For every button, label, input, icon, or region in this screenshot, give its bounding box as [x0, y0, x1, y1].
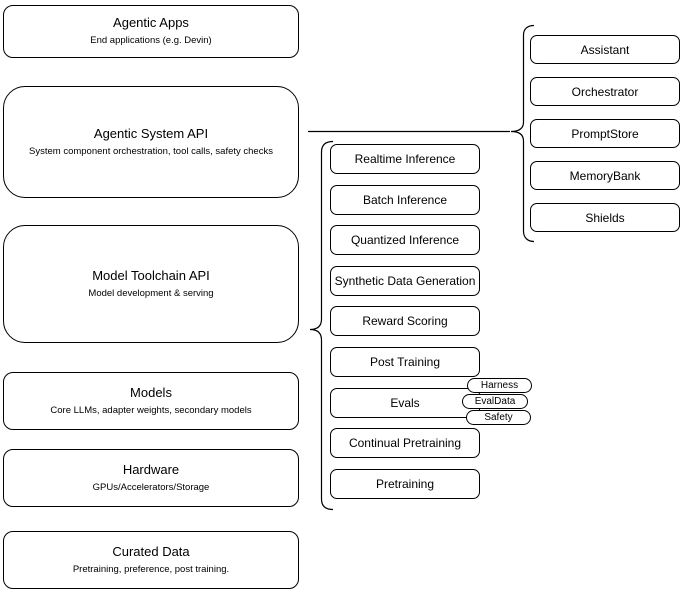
box-title: Models: [130, 384, 172, 400]
box-subtitle: Pretraining, preference, post training.: [72, 563, 230, 575]
box-title: Agentic System API: [93, 125, 209, 141]
box-agentic-system-api: Agentic System API System component orch…: [3, 86, 299, 198]
system-component-item: Orchestrator: [530, 77, 680, 106]
box-subtitle: System component orchestration, tool cal…: [29, 145, 273, 157]
box-subtitle: Core LLMs, adapter weights, secondary mo…: [50, 404, 252, 416]
box-agentic-apps: Agentic Apps End applications (e.g. Devi…: [3, 5, 299, 58]
toolchain-item: Reward Scoring: [330, 306, 480, 337]
toolchain-list: Realtime Inference Batch Inference Quant…: [330, 144, 480, 499]
system-components-list: Assistant Orchestrator PromptStore Memor…: [530, 35, 680, 232]
toolchain-item: Synthetic Data Generation: [330, 265, 480, 296]
box-title: Model Toolchain API: [92, 267, 210, 283]
system-component-item: Shields: [530, 203, 680, 232]
system-component-item: MemoryBank: [530, 161, 680, 190]
box-models: Models Core LLMs, adapter weights, secon…: [3, 372, 299, 430]
box-title: Agentic Apps: [113, 15, 189, 31]
system-component-item: Assistant: [530, 35, 680, 64]
toolchain-item: Quantized Inference: [330, 225, 480, 256]
box-curated-data: Curated Data Pretraining, preference, po…: [3, 531, 299, 589]
toolchain-item: Pretraining: [330, 468, 480, 499]
box-subtitle: Model development & serving: [88, 287, 214, 299]
eval-tag: Safety: [466, 410, 531, 425]
toolchain-item: Realtime Inference: [330, 144, 480, 174]
eval-tag: Harness: [467, 378, 532, 393]
system-component-item: PromptStore: [530, 119, 680, 148]
eval-tag: EvalData: [462, 394, 528, 409]
box-title: Hardware: [122, 461, 180, 477]
toolchain-item: Continual Pretraining: [330, 428, 480, 459]
toolchain-item: Evals: [330, 387, 480, 418]
box-subtitle: GPUs/Accelerators/Storage: [92, 481, 210, 493]
box-hardware: Hardware GPUs/Accelerators/Storage: [3, 449, 299, 507]
box-title: Curated Data: [112, 543, 190, 559]
toolchain-item: Post Training: [330, 346, 480, 377]
box-model-toolchain-api: Model Toolchain API Model development & …: [3, 225, 299, 343]
box-subtitle: End applications (e.g. Devin): [90, 35, 212, 47]
toolchain-item: Batch Inference: [330, 184, 480, 215]
